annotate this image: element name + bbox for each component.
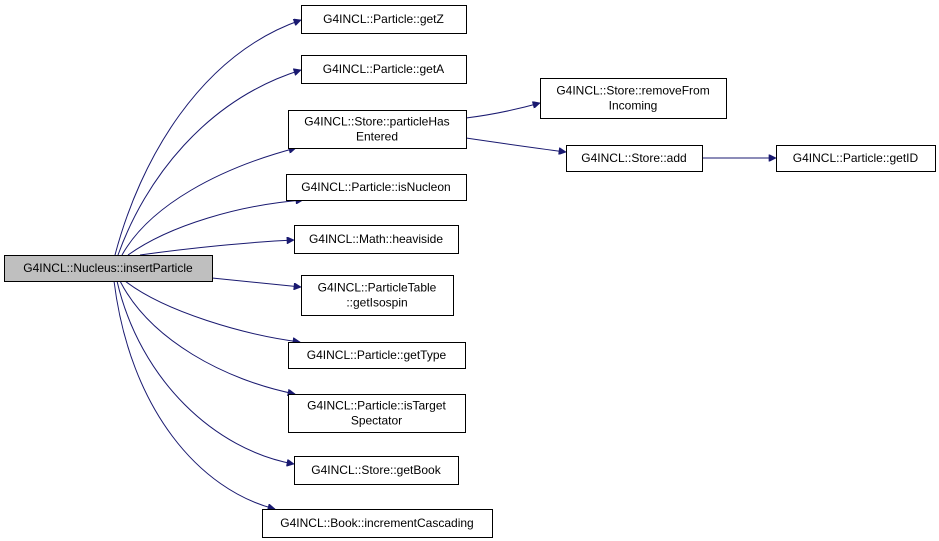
node-label-getZ-0: G4INCL::Particle::getZ bbox=[323, 12, 444, 26]
node-label-isTargetSpectator-0: G4INCL::Particle::isTarget bbox=[307, 399, 446, 413]
edge-insertParticle-to-isTargetSpectator bbox=[119, 280, 295, 394]
call-nodes: G4INCL::Nucleus::insertParticleG4INCL::P… bbox=[4, 5, 936, 538]
node-label-particleHasEntered-1: Entered bbox=[356, 130, 398, 144]
node-getA[interactable]: G4INCL::Particle::getA bbox=[301, 55, 467, 84]
node-storeAdd[interactable]: G4INCL::Store::add bbox=[566, 145, 703, 172]
node-getBook[interactable]: G4INCL::Store::getBook bbox=[294, 456, 459, 485]
node-getID[interactable]: G4INCL::Particle::getID bbox=[776, 145, 936, 172]
node-getZ[interactable]: G4INCL::Particle::getZ bbox=[301, 5, 467, 34]
node-label-storeAdd-0: G4INCL::Store::add bbox=[581, 151, 686, 165]
node-label-insertParticle-0: G4INCL::Nucleus::insertParticle bbox=[23, 261, 193, 275]
node-label-incrementCascading-0: G4INCL::Book::incrementCascading bbox=[280, 516, 473, 530]
node-label-isNucleon-0: G4INCL::Particle::isNucleon bbox=[301, 180, 450, 194]
node-box-getType[interactable] bbox=[288, 342, 466, 369]
node-box-isTargetSpectator[interactable] bbox=[288, 394, 466, 433]
node-label-getID-0: G4INCL::Particle::getID bbox=[793, 151, 919, 165]
node-insertParticle[interactable]: G4INCL::Nucleus::insertParticle bbox=[4, 255, 213, 282]
node-box-storeAdd[interactable] bbox=[566, 145, 703, 172]
node-label-particleHasEntered-0: G4INCL::Store::particleHas bbox=[304, 115, 449, 129]
node-box-getA[interactable] bbox=[301, 55, 467, 84]
node-label-heaviside-0: G4INCL::Math::heaviside bbox=[309, 232, 443, 246]
node-box-particleHasEntered[interactable] bbox=[288, 110, 467, 149]
node-box-getZ[interactable] bbox=[301, 5, 467, 34]
edge-insertParticle-to-incrementCascading bbox=[113, 280, 275, 509]
node-label-getA-0: G4INCL::Particle::getA bbox=[323, 62, 444, 76]
node-incrementCascading[interactable]: G4INCL::Book::incrementCascading bbox=[262, 509, 493, 538]
edge-particleHasEntered-to-removeFromIncoming bbox=[465, 103, 540, 119]
node-box-incrementCascading[interactable] bbox=[262, 509, 493, 538]
edge-insertParticle-to-getBook bbox=[116, 280, 294, 464]
edge-insertParticle-to-particleHasEntered bbox=[121, 148, 296, 256]
node-box-getBook[interactable] bbox=[294, 456, 459, 485]
edge-insertParticle-to-isNucleon bbox=[127, 200, 303, 256]
node-label-removeFromIncoming-0: G4INCL::Store::removeFrom bbox=[556, 84, 709, 98]
node-box-heaviside[interactable] bbox=[294, 225, 459, 254]
node-getIsospin[interactable]: G4INCL::ParticleTable::getIsospin bbox=[301, 275, 454, 316]
node-label-getIsospin-0: G4INCL::ParticleTable bbox=[318, 281, 437, 295]
node-box-getIsospin[interactable] bbox=[301, 275, 454, 316]
node-heaviside[interactable]: G4INCL::Math::heaviside bbox=[294, 225, 459, 254]
node-box-removeFromIncoming[interactable] bbox=[540, 78, 727, 119]
edge-insertParticle-to-getType bbox=[124, 280, 300, 342]
node-isNucleon[interactable]: G4INCL::Particle::isNucleon bbox=[286, 174, 467, 201]
edge-insertParticle-to-heaviside bbox=[139, 240, 294, 256]
node-label-getIsospin-1: ::getIsospin bbox=[346, 296, 407, 310]
edge-particleHasEntered-to-storeAdd bbox=[465, 137, 566, 152]
node-label-getBook-0: G4INCL::Store::getBook bbox=[311, 463, 441, 477]
node-label-isTargetSpectator-1: Spectator bbox=[351, 414, 402, 428]
node-box-insertParticle[interactable] bbox=[4, 255, 213, 282]
edge-insertParticle-to-getZ bbox=[114, 20, 301, 256]
node-getType[interactable]: G4INCL::Particle::getType bbox=[288, 342, 466, 369]
node-label-removeFromIncoming-1: Incoming bbox=[609, 99, 658, 113]
edge-insertParticle-to-getA bbox=[117, 70, 301, 256]
node-box-isNucleon[interactable] bbox=[286, 174, 467, 201]
edge-insertParticle-to-getIsospin bbox=[211, 277, 301, 287]
call-edges bbox=[113, 20, 776, 509]
node-label-getType-0: G4INCL::Particle::getType bbox=[307, 348, 447, 362]
node-box-getID[interactable] bbox=[776, 145, 936, 172]
